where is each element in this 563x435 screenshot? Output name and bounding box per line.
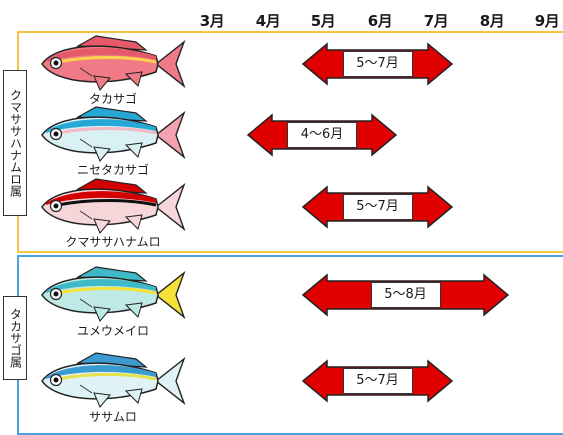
spawning-period-label: 5〜8月: [370, 282, 441, 308]
month-label: 3月: [199, 12, 225, 30]
fish-illustration: [38, 351, 188, 415]
month-label: 9月: [534, 12, 560, 30]
group-label-takasago: タカサゴ属: [3, 296, 27, 380]
fish-illustration: [38, 34, 188, 98]
species-name: ササムロ: [89, 410, 137, 424]
group-label-text: クマササハナムロ属: [8, 89, 23, 197]
month-label: 5月: [310, 12, 336, 30]
spawning-period-label: 5〜7月: [342, 194, 413, 220]
fish-illustration: [38, 265, 188, 329]
group-label-kumasasahanamuro: クマササハナムロ属: [3, 70, 27, 216]
species-name: ユメウメイロ: [76, 324, 149, 338]
spawning-period-label: 5〜7月: [342, 368, 413, 394]
month-label: 6月: [367, 12, 393, 30]
species-name: クマササハナムロ: [65, 235, 161, 249]
spawning-period-label: 5〜7月: [342, 51, 413, 77]
fish-illustration: [38, 177, 188, 241]
group-label-text: タカサゴ属: [8, 308, 23, 368]
month-label: 4月: [255, 12, 281, 30]
fish-illustration: [38, 105, 188, 169]
species-name: ニセタカサゴ: [76, 163, 149, 177]
species-name: タカサゴ: [88, 92, 137, 106]
spawning-period-label: 4〜6月: [287, 122, 357, 148]
month-label: 8月: [479, 12, 505, 30]
month-label: 7月: [423, 12, 449, 30]
